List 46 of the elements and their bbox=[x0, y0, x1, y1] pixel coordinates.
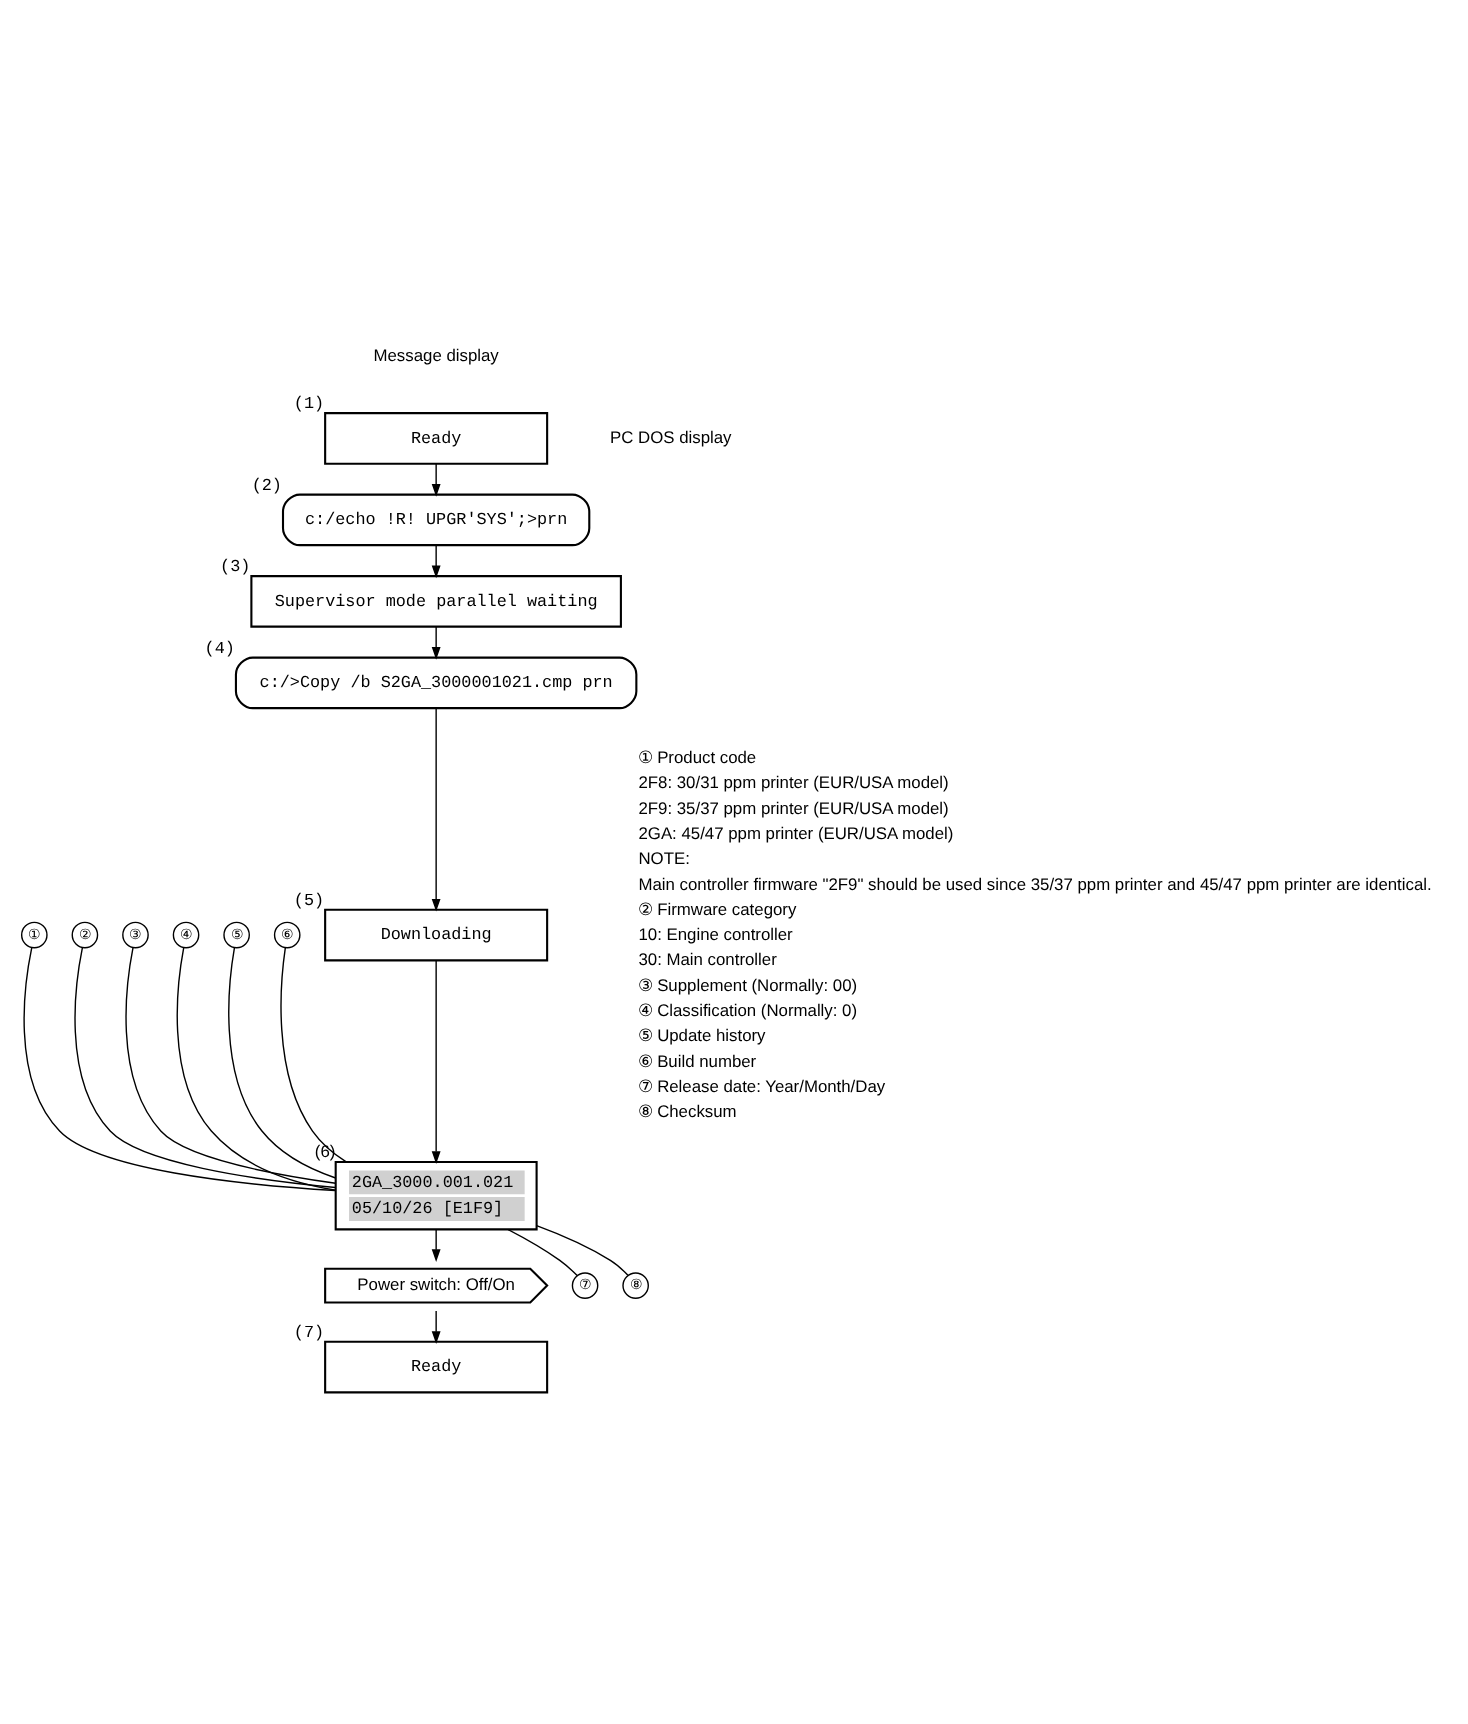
node-label: (7) bbox=[293, 1323, 325, 1344]
arrow bbox=[431, 1310, 441, 1344]
node-box: Ready bbox=[324, 412, 549, 465]
label: ① Product code bbox=[638, 747, 757, 768]
label: Main controller firmware "2F9" should be used since 35/37 ppm printer and 45/47 ppm printer are identical. bbox=[638, 873, 1432, 894]
arrow bbox=[431, 544, 441, 579]
label: ⑥ Build number bbox=[638, 1050, 757, 1071]
node-box: Ready bbox=[324, 1340, 549, 1394]
label: 10: Engine controller bbox=[638, 924, 793, 945]
label: PC DOS display bbox=[610, 426, 732, 447]
label: NOTE: bbox=[638, 848, 690, 869]
node-label: (3) bbox=[220, 557, 251, 578]
arrow bbox=[431, 1228, 441, 1262]
label: ② Firmware category bbox=[638, 898, 797, 919]
connector bbox=[228, 946, 337, 1179]
connector bbox=[176, 947, 337, 1191]
node-label: (4) bbox=[204, 638, 235, 659]
node-label: (1) bbox=[293, 394, 325, 415]
connector bbox=[507, 1228, 578, 1277]
connector bbox=[125, 947, 337, 1184]
node-label: (2) bbox=[251, 475, 282, 496]
label: ④ Classification (Normally: 0) bbox=[638, 999, 858, 1020]
node-label: (5) bbox=[293, 890, 325, 911]
label: 2F9: 35/37 ppm printer (EUR/USA model) bbox=[638, 797, 949, 818]
label: ⑤ Update history bbox=[638, 1025, 766, 1046]
label: ③ Supplement (Normally: 00) bbox=[638, 974, 858, 995]
arrow bbox=[431, 463, 441, 497]
node-label: (6) bbox=[314, 1141, 336, 1162]
label: 2GA: 45/47 ppm printer (EUR/USA model) bbox=[638, 822, 954, 843]
label: 2F8: 30/31 ppm printer (EUR/USA model) bbox=[638, 772, 949, 793]
connector bbox=[535, 1224, 629, 1276]
node-box: Downloading bbox=[324, 908, 549, 962]
node-box: Supervisor mode parallel waiting bbox=[250, 575, 622, 628]
connector bbox=[74, 946, 337, 1189]
arrow bbox=[431, 960, 441, 1164]
label: ⑧ Checksum bbox=[638, 1101, 737, 1122]
label: 30: Main controller bbox=[638, 949, 777, 970]
connector bbox=[280, 947, 347, 1163]
label: Message display bbox=[373, 345, 499, 366]
label: ⑦ Release date: Year/Month/Day bbox=[638, 1075, 886, 1096]
connector bbox=[23, 946, 336, 1192]
arrow bbox=[431, 626, 441, 660]
arrow bbox=[431, 707, 441, 912]
node-box: c:/>Copy /b S2GA_3000001021.cmp prn bbox=[234, 656, 638, 710]
node-box: c:/echo !R! UPGR'SYS';>prn bbox=[281, 493, 591, 547]
node-box: 2GA_3000.001.021 05/10/26 [E1F9] bbox=[334, 1160, 538, 1231]
